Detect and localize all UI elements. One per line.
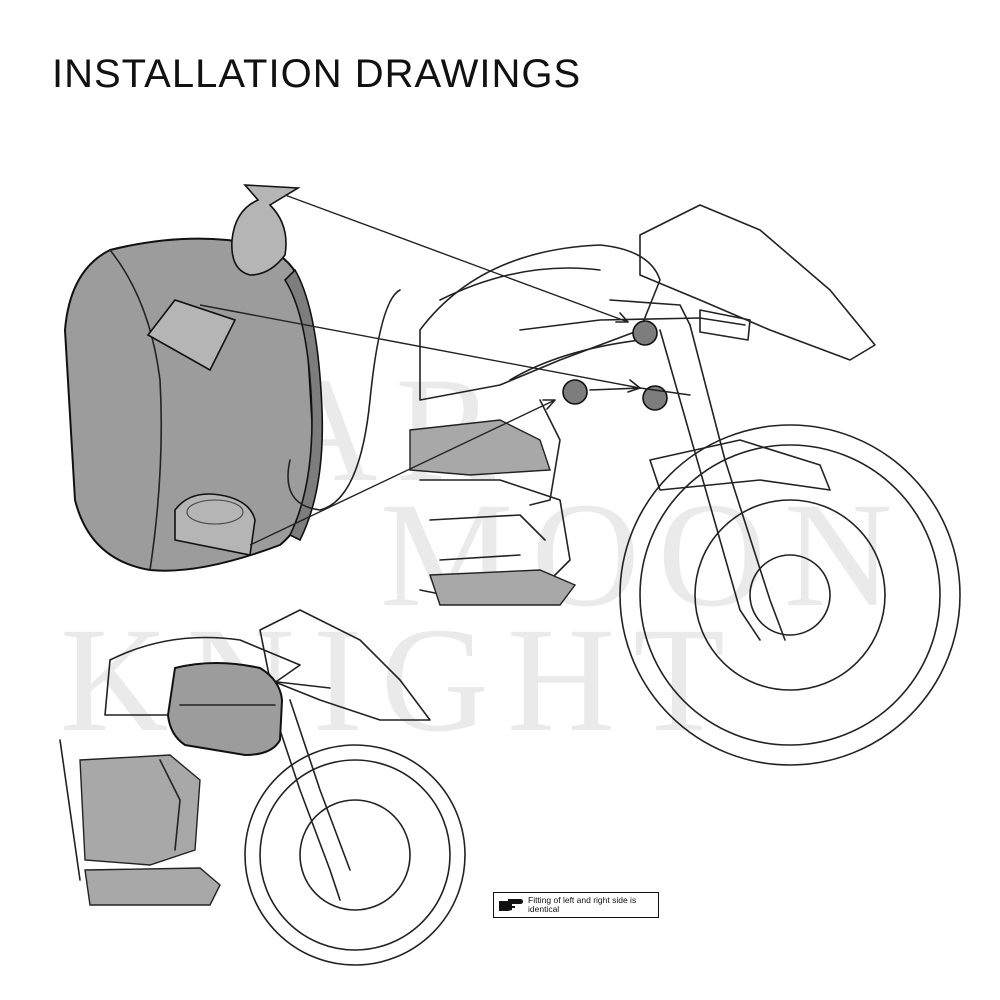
- fitting-note-text: Fitting of left and right side is identi…: [528, 895, 637, 914]
- watermark-line-2: MOON: [380, 472, 910, 638]
- fitting-note: Fitting of left and right side is identi…: [493, 892, 659, 918]
- motorcycle-large: [409, 204, 961, 766]
- motorcycle-small: [59, 609, 466, 966]
- pointing-hand-icon: [499, 899, 523, 911]
- bag-exploded: [63, 184, 401, 572]
- mounting-arrows: [199, 194, 641, 546]
- page-title: INSTALLATION DRAWINGS: [52, 52, 582, 96]
- watermark-line-3: KNIGHT: [60, 597, 743, 763]
